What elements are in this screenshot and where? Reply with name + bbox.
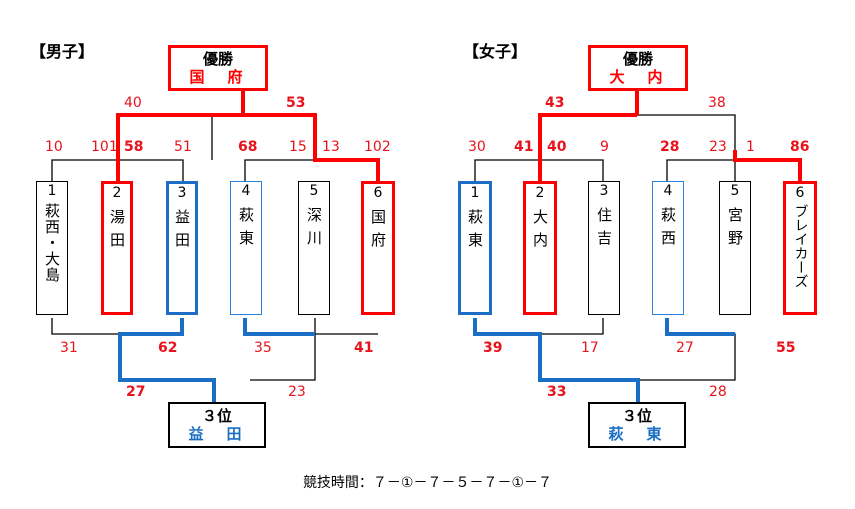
team-name: 住吉 xyxy=(595,207,613,253)
score: 40 xyxy=(547,139,567,155)
women-team-1: 1 萩東 xyxy=(458,181,492,315)
score: 68 xyxy=(238,139,258,155)
score: 43 xyxy=(545,95,565,111)
men-team-5: 5 深川 xyxy=(298,181,330,315)
women-champion-name: 大 内 xyxy=(609,68,667,86)
score: 31 xyxy=(60,340,78,356)
score: 38 xyxy=(708,95,726,111)
team-name: 萩東 xyxy=(237,207,255,253)
team-name: 湯田 xyxy=(108,209,126,255)
score: 13 xyxy=(322,139,340,155)
score: 101 xyxy=(91,139,118,155)
score: 27 xyxy=(126,384,146,400)
women-third-name: 萩 東 xyxy=(608,425,666,443)
team-number: 1 xyxy=(470,185,480,201)
score: 33 xyxy=(547,384,567,400)
team-number: 1 xyxy=(47,183,57,199)
men-team-3: 3 益田 xyxy=(166,181,198,315)
women-team-2: 2 大内 xyxy=(523,181,557,315)
team-number: 5 xyxy=(730,183,740,199)
score: 17 xyxy=(581,340,599,356)
team-name: ブレイカーズ xyxy=(792,204,809,288)
score: 15 xyxy=(289,139,307,155)
team-number: 2 xyxy=(535,185,545,201)
women-third-title: ３位 xyxy=(621,407,652,425)
men-team-6: 6 国府 xyxy=(361,181,395,315)
women-champion-box: 優勝 大 内 xyxy=(588,45,688,91)
score: 27 xyxy=(676,340,694,356)
score: 53 xyxy=(286,95,306,111)
women-team-5: 5 宮野 xyxy=(719,181,751,315)
men-champion-name: 国 府 xyxy=(189,68,247,86)
men-champion-box: 優勝 国 府 xyxy=(168,45,268,91)
score: 1 xyxy=(746,139,755,155)
team-number: 4 xyxy=(241,183,251,199)
men-team-2: 2 湯田 xyxy=(101,181,133,315)
men-team-4: 4 萩東 xyxy=(230,181,262,315)
score: 28 xyxy=(709,384,727,400)
score: 55 xyxy=(776,340,796,356)
women-section-label: 【女子】 xyxy=(463,42,528,61)
men-team-1: 1 萩西・大島 xyxy=(36,181,68,315)
team-number: 2 xyxy=(112,185,122,201)
women-champion-title: 優勝 xyxy=(622,50,653,68)
score: 41 xyxy=(354,340,374,356)
team-number: 3 xyxy=(599,183,609,199)
score: 28 xyxy=(660,139,680,155)
women-team-6: 6 ブレイカーズ xyxy=(783,181,817,315)
team-name: 宮野 xyxy=(726,207,744,253)
score: 30 xyxy=(468,139,486,155)
score: 39 xyxy=(483,340,503,356)
men-champion-title: 優勝 xyxy=(202,50,233,68)
men-third-name: 益 田 xyxy=(188,425,246,443)
team-name: 益田 xyxy=(173,209,191,255)
team-number: 4 xyxy=(663,183,673,199)
score: 58 xyxy=(124,139,144,155)
score: 23 xyxy=(709,139,727,155)
score: 10 xyxy=(45,139,63,155)
team-name: 萩西・大島 xyxy=(43,203,61,283)
score: 41 xyxy=(514,139,534,155)
team-number: 3 xyxy=(177,185,187,201)
women-team-3: 3 住吉 xyxy=(588,181,620,315)
team-name: 大内 xyxy=(531,209,549,255)
team-name: 深川 xyxy=(305,207,323,253)
men-section-label: 【男子】 xyxy=(30,42,95,61)
women-third-place-box: ３位 萩 東 xyxy=(588,402,686,448)
score: 51 xyxy=(174,139,192,155)
team-number: 6 xyxy=(795,185,805,201)
women-team-4: 4 萩西 xyxy=(652,181,684,315)
score: 23 xyxy=(288,384,306,400)
score: 35 xyxy=(254,340,272,356)
team-name: 萩西 xyxy=(659,207,677,253)
men-third-place-box: ３位 益 田 xyxy=(168,402,266,448)
team-number: 6 xyxy=(373,185,383,201)
men-third-title: ３位 xyxy=(201,407,232,425)
team-name: 国府 xyxy=(369,209,387,255)
score: 9 xyxy=(600,139,609,155)
score: 102 xyxy=(364,139,391,155)
match-time-footer: 競技時間：７－①－７－５－７－①－７ xyxy=(302,475,553,491)
team-name: 萩東 xyxy=(466,209,484,255)
team-number: 5 xyxy=(309,183,319,199)
score: 86 xyxy=(790,139,810,155)
score: 40 xyxy=(124,95,142,111)
score: 62 xyxy=(158,340,178,356)
